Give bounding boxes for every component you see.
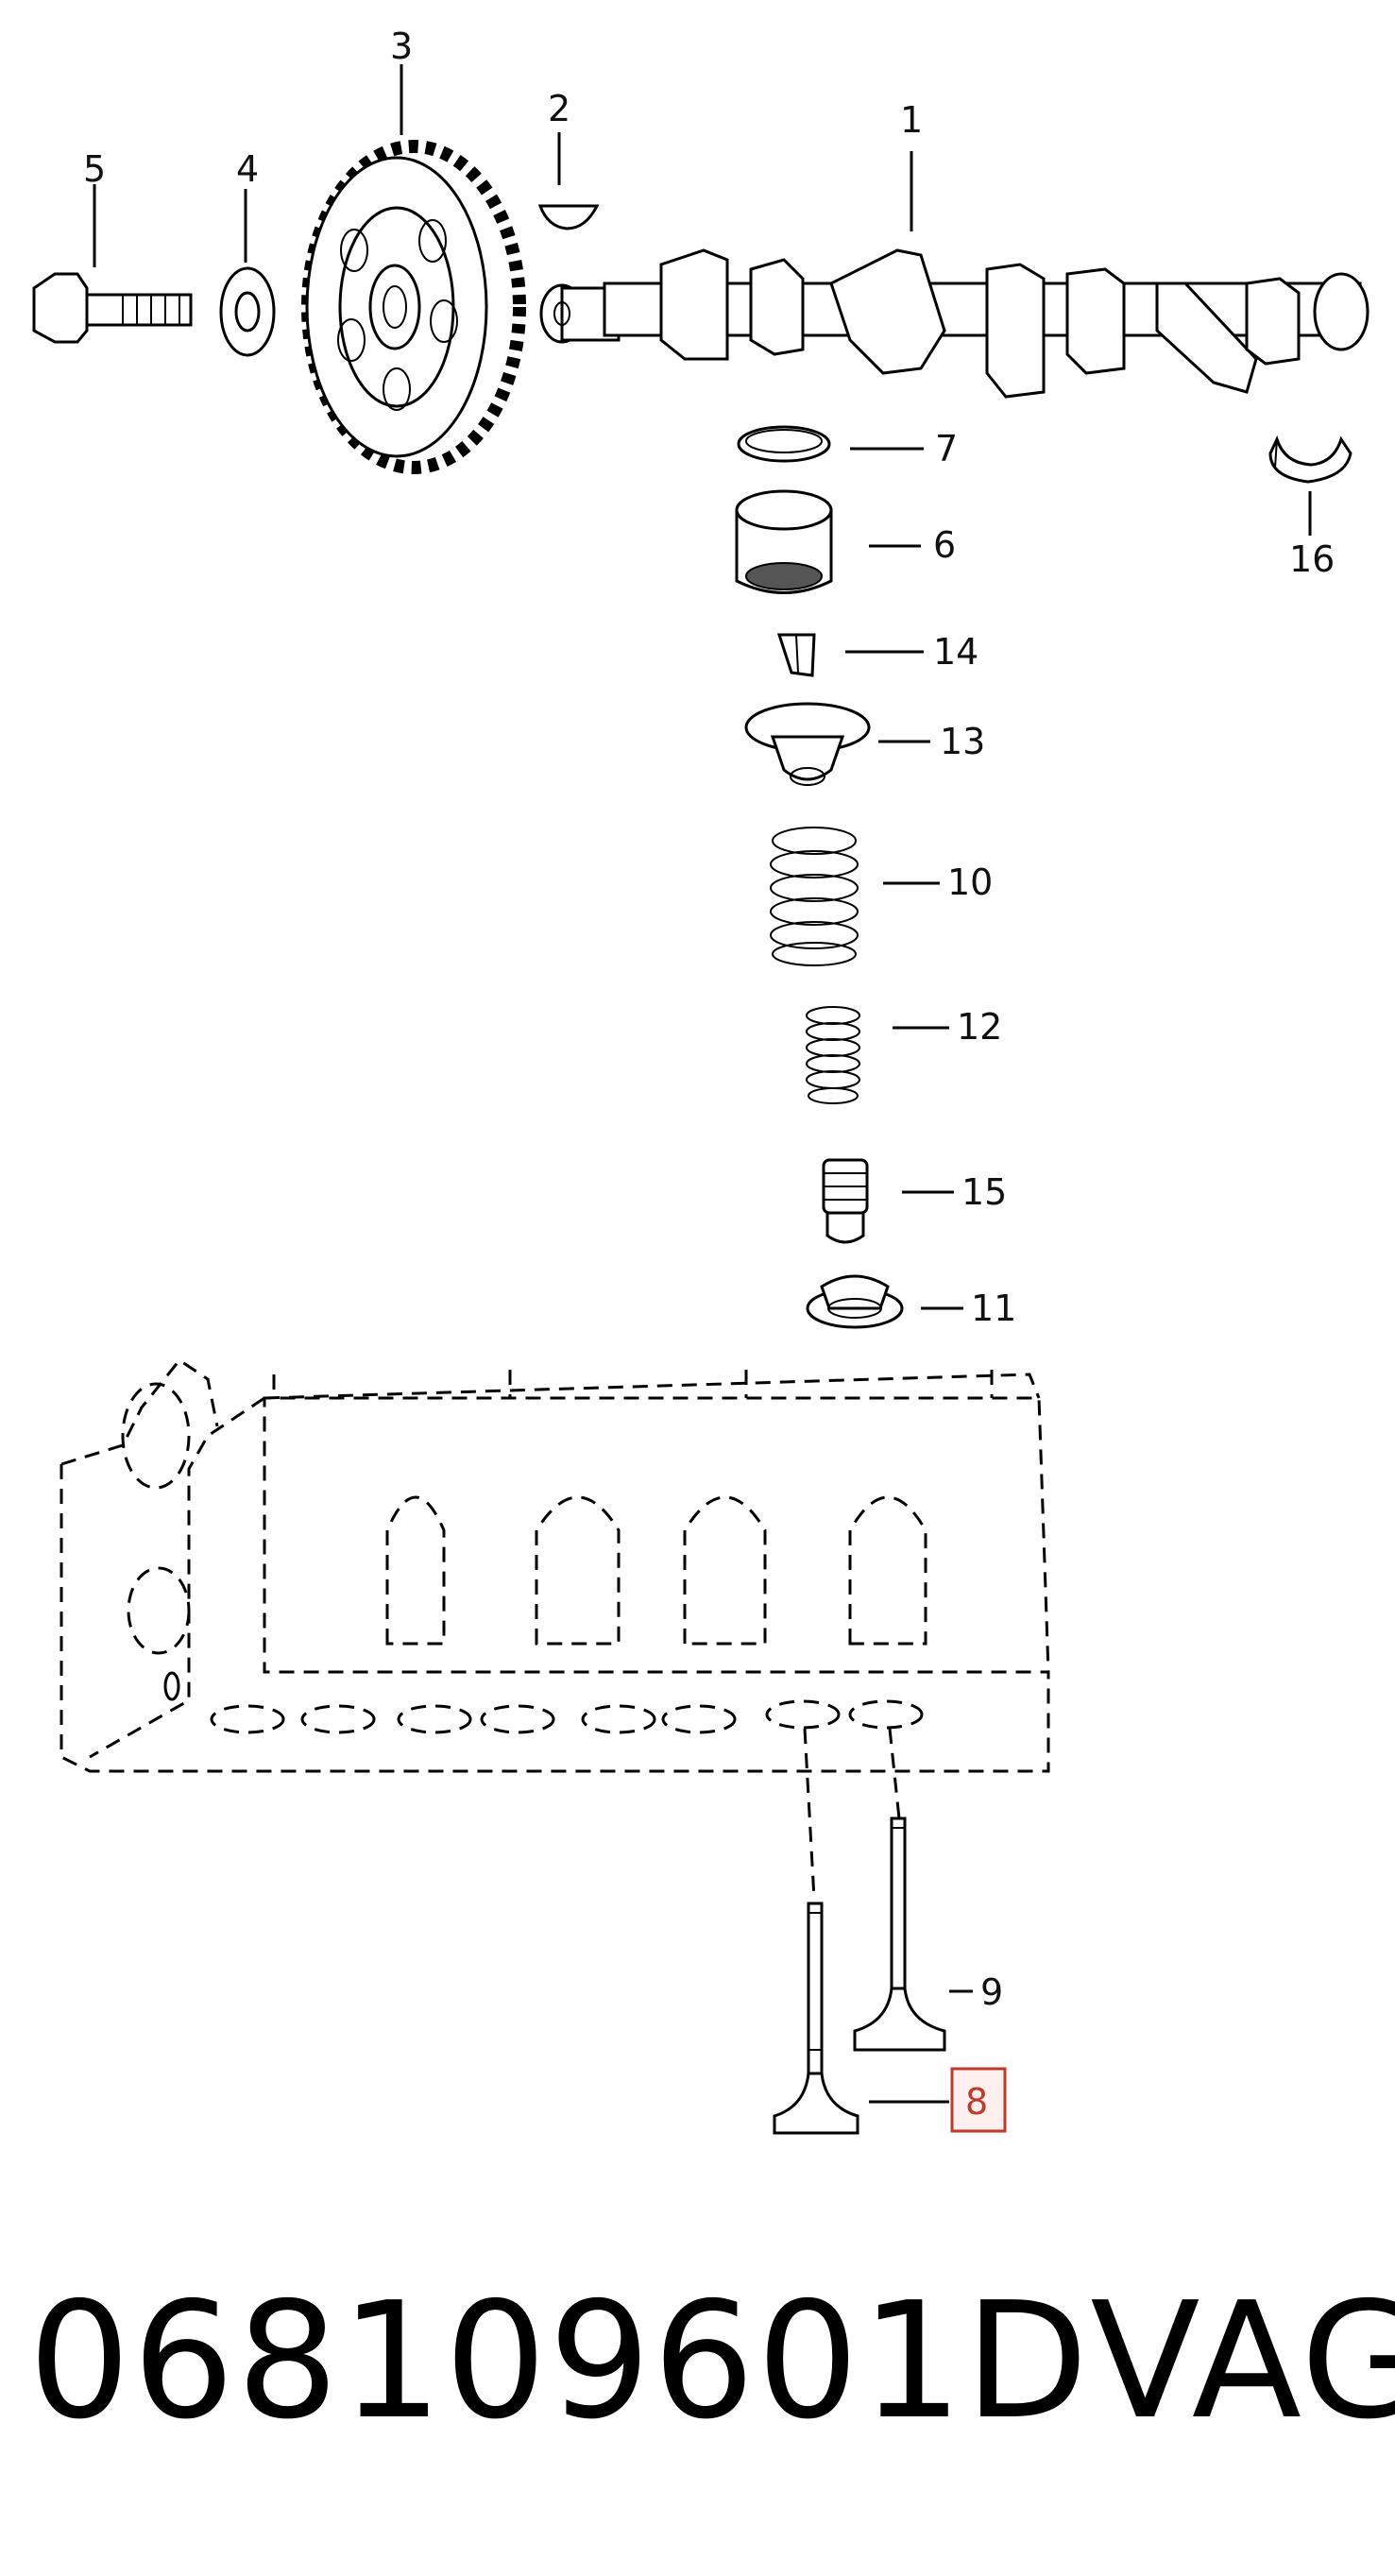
callout-9: 9: [980, 1971, 1003, 2013]
part-spring-seat: [806, 1274, 963, 1329]
callout-12: 12: [957, 1006, 1002, 1048]
exploded-parts-diagram: 5 4 3 2 1 7 6 16 14 13 10 12 15 11 9 8: [32, 26, 1369, 2135]
callout-15: 15: [961, 1171, 1007, 1213]
part-inner-spring: [806, 1006, 949, 1104]
part-exhaust-valve: [853, 1817, 973, 2052]
part-intake-valve: [773, 1902, 1007, 2135]
callout-16: 16: [1289, 538, 1335, 580]
part-cylinder-head-outline: [60, 1357, 1050, 1900]
part-woodruff-key: [537, 132, 600, 230]
callout-10: 10: [947, 862, 993, 903]
highlight-box-8: [950, 2067, 1007, 2133]
part-footer: 068109601D VAG: [28, 2248, 1395, 2475]
callout-8: 8: [965, 2081, 988, 2123]
part-bearing-shell: [1268, 435, 1352, 536]
part-outer-spring: [770, 827, 940, 966]
callout-7: 7: [935, 428, 958, 469]
part-camshaft: [539, 151, 1369, 399]
callout-13: 13: [940, 721, 985, 762]
callout-3: 3: [390, 26, 413, 67]
callout-11: 11: [971, 1288, 1016, 1329]
callout-14: 14: [933, 631, 978, 673]
part-number: 068109601D: [28, 2268, 1091, 2455]
callout-1: 1: [900, 99, 923, 141]
part-sprocket: [301, 64, 526, 474]
part-washer: [219, 189, 276, 357]
callout-5: 5: [83, 148, 106, 190]
part-spring-retainer: [744, 702, 930, 786]
part-shim: [737, 425, 924, 463]
callout-2: 2: [548, 88, 570, 129]
part-bolt: [32, 184, 193, 344]
part-valve-stem-seal: [822, 1158, 954, 1244]
part-valve-cotters: [776, 633, 924, 677]
callout-6: 6: [933, 524, 956, 566]
part-bucket-tappet: [735, 489, 921, 594]
callout-4: 4: [236, 148, 259, 190]
brand-name: VAG: [1090, 2268, 1395, 2455]
